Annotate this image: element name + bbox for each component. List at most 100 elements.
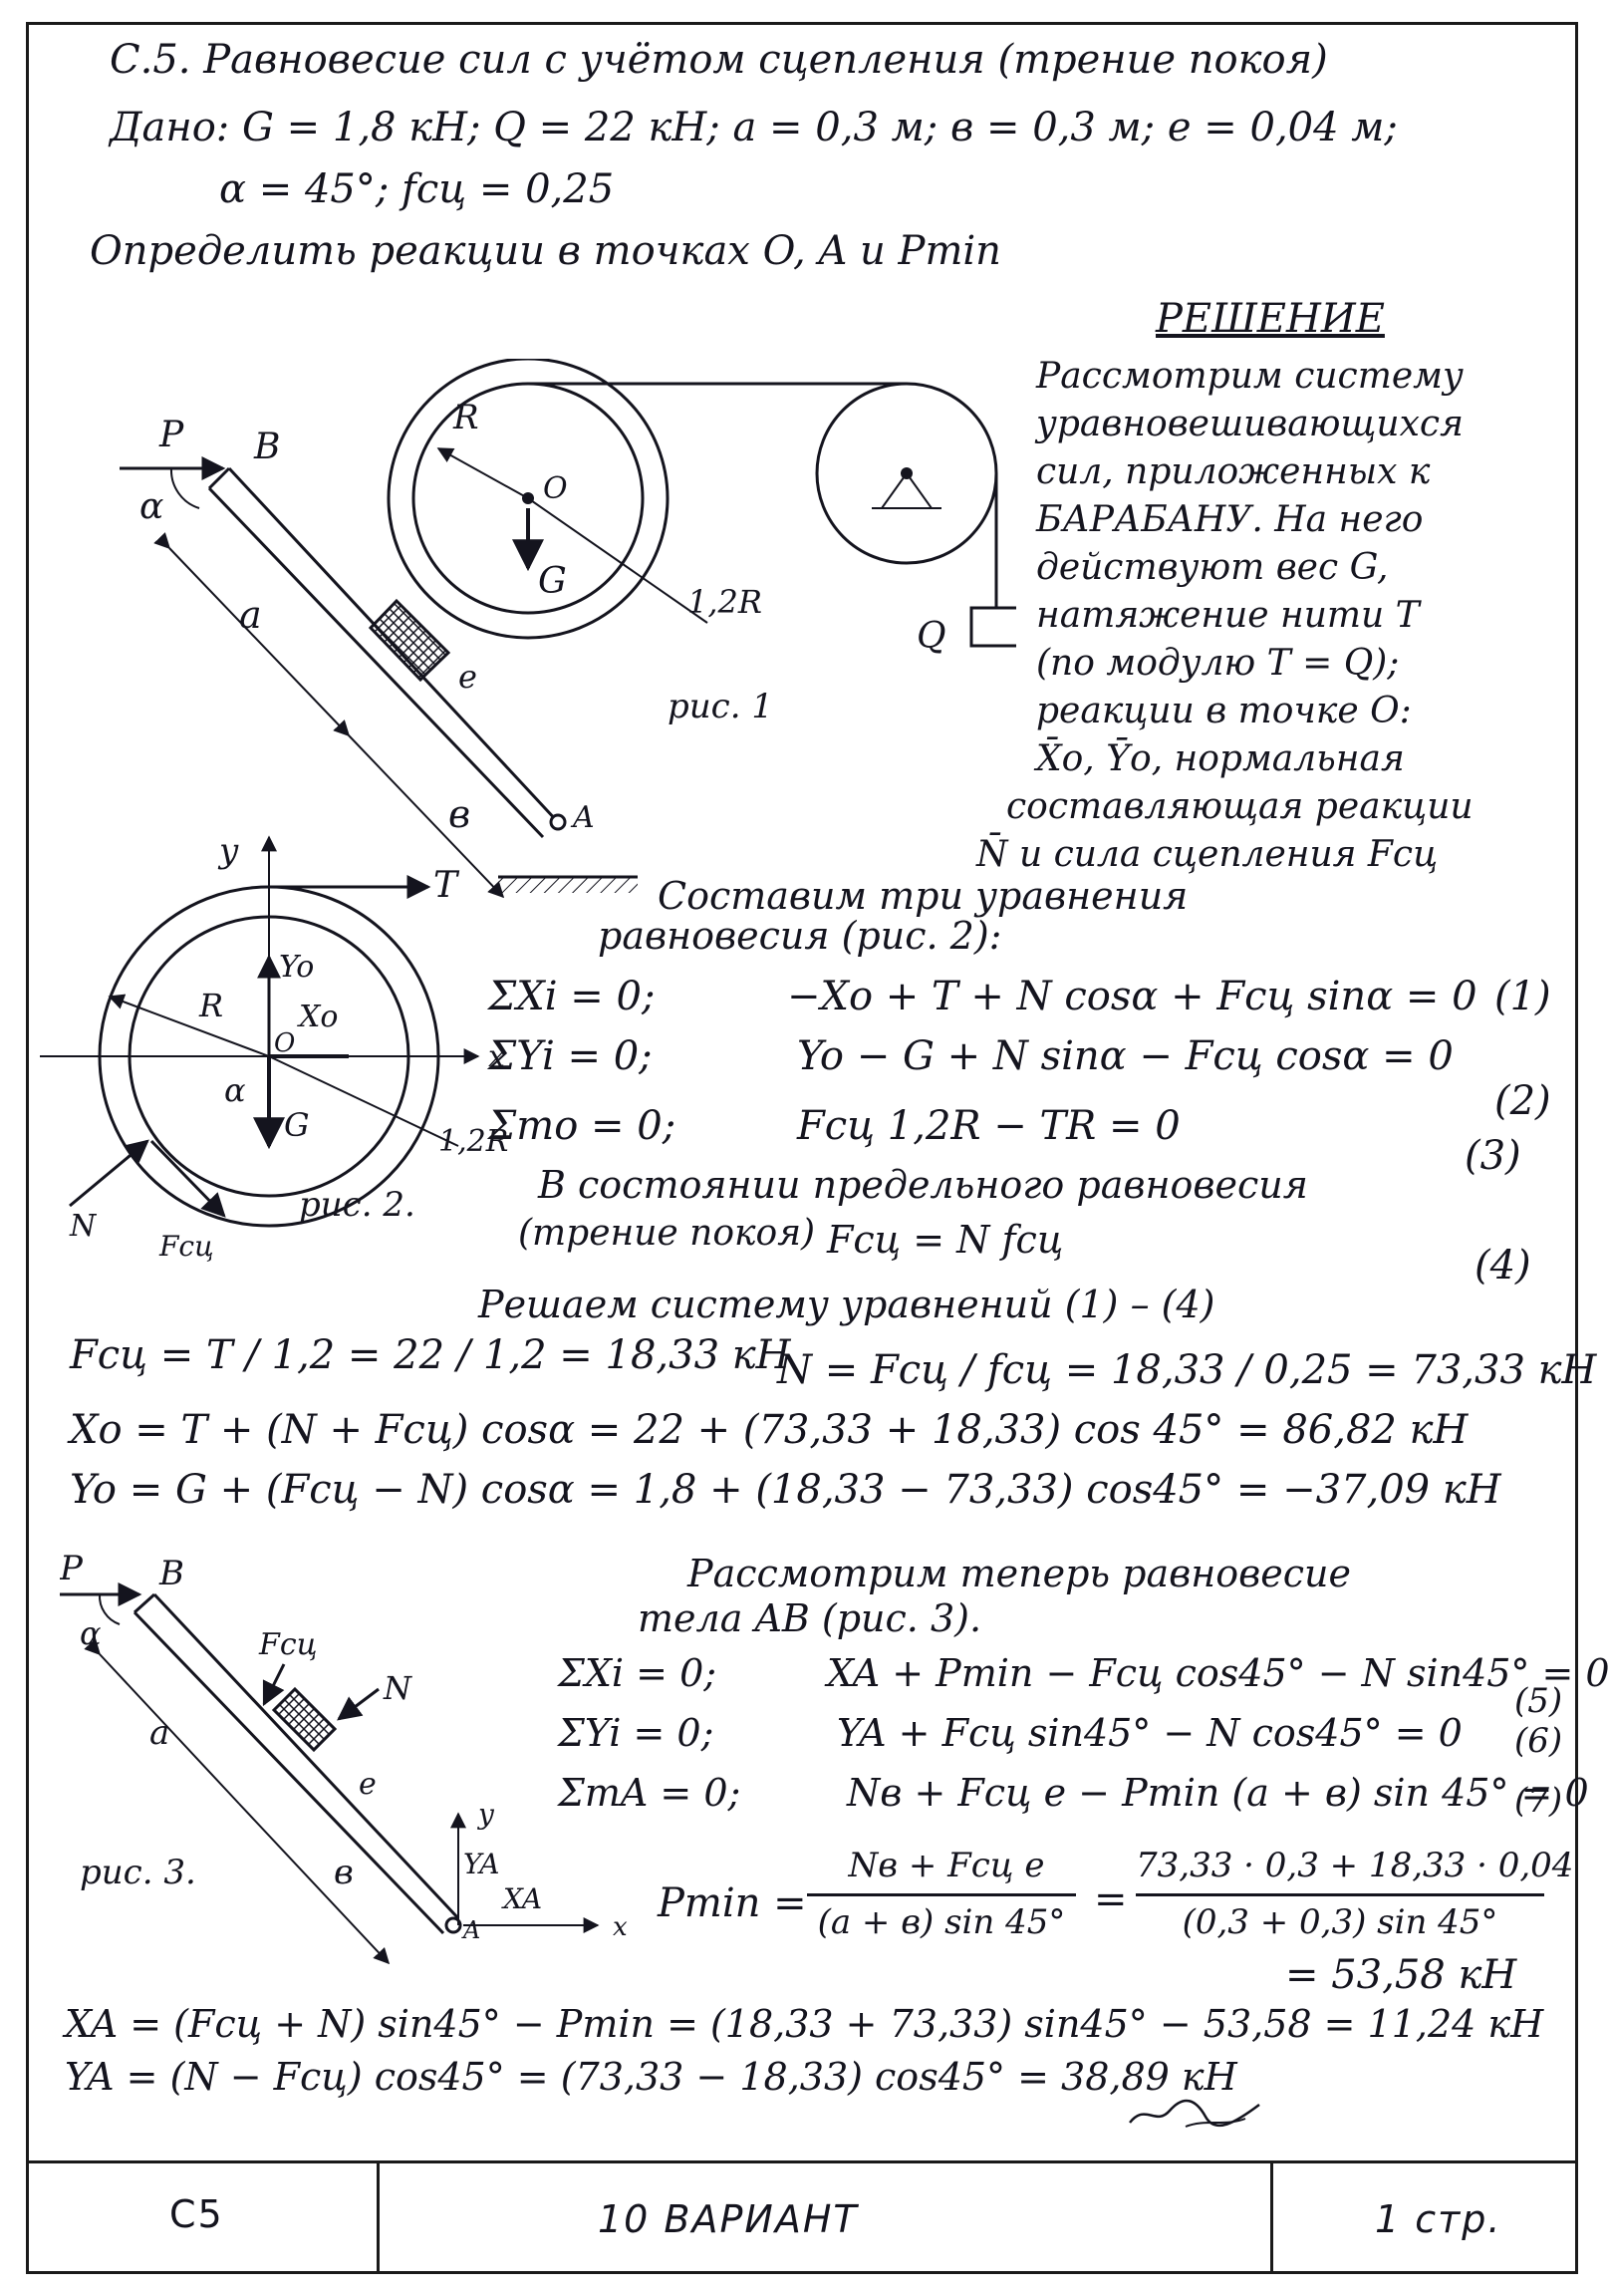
eq2-right: Yo − G + N sinα − Fсц cosα = 0 bbox=[797, 1033, 1454, 1079]
solution-line-3: сил, приложенных к bbox=[1036, 451, 1431, 492]
fig3-label-y: y bbox=[476, 1798, 495, 1831]
eq5-left: ΣXi = 0; bbox=[558, 1651, 717, 1695]
compose-line: Составим три уравнения bbox=[658, 874, 1189, 918]
solution-line-4: БАРАБАНУ. На него bbox=[1036, 499, 1424, 540]
solution-line-5: действуют вес G, bbox=[1036, 547, 1389, 588]
fig3-caption: рис. 3. bbox=[80, 1853, 196, 1892]
fig2-label-f: Fсц bbox=[158, 1230, 214, 1263]
fig3-label-b-dim: в bbox=[334, 1853, 354, 1892]
fig2-caption: рис. 2. bbox=[299, 1185, 415, 1225]
eq5-right: XA + Pmin − Fсц cos45° − N sin45° = 0 bbox=[827, 1651, 1610, 1695]
eq7-left: ΣmA = 0; bbox=[558, 1771, 741, 1815]
brake-pad bbox=[368, 598, 451, 683]
stamp-code: C5 bbox=[169, 2192, 224, 2236]
fig1-label-a-point: A bbox=[570, 800, 595, 835]
result-yo: Yo = G + (Fсц − N) cosα = 1,8 + (18,33 −… bbox=[70, 1467, 1501, 1513]
solve-heading: Решаем систему уравнений (1) – (4) bbox=[478, 1283, 1215, 1326]
fig3-label-xa: XA bbox=[501, 1882, 542, 1915]
drum-outer bbox=[387, 359, 670, 640]
fig3-brake-pad bbox=[271, 1686, 338, 1753]
pmin-numerator: Nв + Fсц e bbox=[848, 1846, 1045, 1885]
pmin-equals: = bbox=[1094, 1876, 1128, 1922]
rod-ab-edge-2 bbox=[207, 486, 545, 839]
fig3-label-a: a bbox=[149, 1713, 169, 1753]
title: С.5. Равновесие сил с учётом сцепления (… bbox=[110, 37, 1328, 83]
eq3-number: (3) bbox=[1465, 1133, 1521, 1179]
result-ya: YA = (N − Fсц) cos45° = (73,33 − 18,33) … bbox=[65, 2055, 1237, 2099]
fig1-label-a: a bbox=[239, 593, 262, 637]
fig2-label-y: y bbox=[217, 831, 239, 871]
fig2-label-12r: 1,2R bbox=[438, 1124, 508, 1159]
fig3-label-n: N bbox=[383, 1669, 412, 1707]
fig2-label-o: O bbox=[274, 1028, 295, 1058]
eq4-number: (4) bbox=[1475, 1243, 1531, 1289]
fig2-label-yo: Yo bbox=[279, 950, 314, 985]
eq3-right: Fсц 1,2R − TR = 0 bbox=[797, 1103, 1181, 1149]
pmin-lhs: Pmin = bbox=[658, 1880, 807, 1926]
limit-state-line-2: (трение покоя) bbox=[518, 1213, 816, 1254]
result-xa: XA = (Fсц + N) sin45° − Pmin = (18,33 + … bbox=[65, 2002, 1544, 2046]
pmin-fraction-bar-2 bbox=[1136, 1893, 1544, 1896]
fig1-label-b: B bbox=[253, 427, 280, 467]
pmin-denominator-values: (0,3 + 0,3) sin 45° bbox=[1182, 1902, 1498, 1942]
result-f: Fсц = T / 1,2 = 22 / 1,2 = 18,33 кН bbox=[70, 1332, 791, 1378]
friction-law: Fсц = N fсц bbox=[827, 1218, 1064, 1262]
figure-2: y x T Yo Xo R O α G 1,2R N Fсц рис. 2. bbox=[40, 831, 508, 1263]
compose-line-2: равновесия (рис. 2): bbox=[598, 914, 1002, 958]
solution-line-11: N̄ и сила сцепления Fсц bbox=[976, 834, 1439, 875]
fig1-label-g: G bbox=[538, 561, 567, 602]
eq3-left: Σmo = 0; bbox=[488, 1103, 676, 1149]
body-heading-2: тела AB (рис. 3). bbox=[638, 1596, 982, 1640]
body-heading: Рассмотрим теперь равновесие bbox=[687, 1552, 1352, 1595]
fig3-label-e: e bbox=[359, 1767, 377, 1802]
solution-line-9: X̄o, Ȳo, нормальная bbox=[1036, 738, 1405, 779]
stamp-page: 1 стр. bbox=[1375, 2197, 1502, 2241]
limit-state-line: В состоянии предельного равновесия bbox=[538, 1163, 1308, 1207]
fig2-label-alpha: α bbox=[224, 1071, 246, 1109]
fig3-label-alpha: α bbox=[80, 1614, 102, 1652]
fig2-label-t: T bbox=[433, 865, 460, 906]
eq2-number: (2) bbox=[1494, 1078, 1551, 1124]
fig1-label-p: P bbox=[158, 415, 184, 455]
fig1-label-r: R bbox=[452, 398, 479, 437]
fig3-label-p: P bbox=[60, 1555, 84, 1588]
fig2-label-g: G bbox=[284, 1106, 310, 1144]
solution-line-2: уравновешивающихся bbox=[1036, 404, 1464, 444]
fig1-label-12r: 1,2R bbox=[687, 583, 762, 621]
eq1-number: (1) bbox=[1494, 974, 1551, 1019]
solution-line-7: (по модулю T = Q); bbox=[1036, 643, 1400, 684]
pmin-numerator-values: 73,33 · 0,3 + 18,33 · 0,04 bbox=[1136, 1846, 1574, 1885]
fig1-label-alpha: α bbox=[139, 486, 163, 527]
solution-line-8: реакции в точке O: bbox=[1036, 691, 1412, 731]
result-xo: Xo = T + (N + Fсц) cosα = 22 + (73,33 + … bbox=[70, 1407, 1469, 1453]
eq6-number: (6) bbox=[1514, 1721, 1563, 1761]
load-q bbox=[969, 606, 1016, 648]
eq1-right: −Xo + T + N cosα + Fсц sinα = 0 bbox=[787, 974, 1477, 1019]
eq7-right: Nв + Fсц e − Pmin (a + в) sin 45° = 0 bbox=[847, 1771, 1589, 1815]
pmin-fraction-bar bbox=[807, 1893, 1076, 1896]
stamp-top-border bbox=[26, 2160, 1578, 2163]
stamp-variant: 10 ВАРИАНТ bbox=[598, 2197, 859, 2241]
fig1-label-e: e bbox=[458, 658, 477, 696]
fig1-label-o: O bbox=[543, 471, 568, 506]
fig3-label-a-point: A bbox=[461, 1916, 480, 1944]
pmin-denominator: (a + в) sin 45° bbox=[817, 1902, 1066, 1942]
signature bbox=[1129, 2099, 1260, 2128]
stamp-divider-1 bbox=[377, 2160, 380, 2274]
fig2-label-xo: Xo bbox=[297, 1000, 338, 1034]
fig3-label-x: x bbox=[613, 1912, 628, 1942]
eq5-number: (5) bbox=[1514, 1681, 1563, 1721]
solution-heading: РЕШЕНИЕ bbox=[1156, 296, 1385, 342]
fig1-label-q: Q bbox=[917, 616, 946, 657]
pmin-result: = 53,58 кН bbox=[1285, 1952, 1517, 1998]
result-n: N = Fсц / fсц = 18,33 / 0,25 = 73,33 кН bbox=[777, 1347, 1597, 1393]
eq7-number: (7) bbox=[1514, 1781, 1563, 1821]
fig1-caption: рис. 1 bbox=[668, 687, 773, 726]
figure-3: P B α Fсц N a в e y YA XA A x рис. 3. bbox=[60, 1555, 628, 1965]
fig2-label-r: R bbox=[198, 987, 223, 1024]
fig3-label-f: Fсц bbox=[258, 1627, 318, 1662]
stamp-divider-2 bbox=[1270, 2160, 1273, 2274]
figure-1: P B α a в e A R O G 1,2R Q рис. bbox=[120, 359, 1016, 899]
fig3-label-b: B bbox=[158, 1555, 184, 1593]
